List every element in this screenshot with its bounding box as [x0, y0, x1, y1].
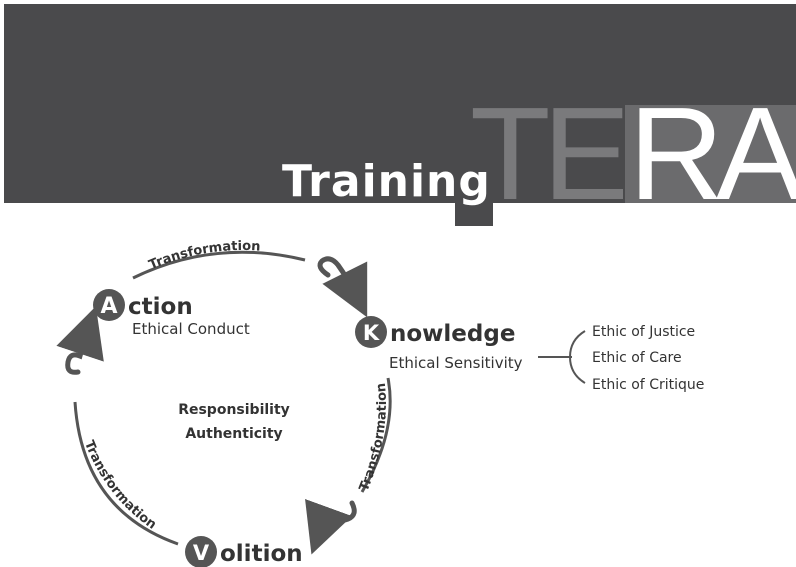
action-subtitle: Ethical Conduct — [132, 320, 250, 338]
ethics-list: Ethic of Justice Ethic of Care Ethic of … — [592, 324, 704, 393]
action-word: ction — [128, 294, 193, 320]
ethic-care: Ethic of Care — [592, 350, 682, 366]
arc-left — [73, 401, 179, 546]
ethics-connector — [538, 330, 586, 384]
page-title: Training — [282, 156, 491, 207]
spiral-arrow-bottom-icon — [305, 498, 357, 555]
header-banner: TE RA — [4, 4, 796, 203]
volition-letter-circle — [185, 536, 217, 567]
title-underlay — [455, 203, 493, 226]
arc-top — [132, 250, 306, 280]
logo-text-ra: RA — [624, 105, 796, 203]
ethic-justice: Ethic of Justice — [592, 324, 695, 340]
center-text-responsibility: Responsibility — [178, 402, 290, 418]
center-text-authenticity: Authenticity — [185, 426, 282, 442]
tera-logo: TE RA — [470, 105, 796, 203]
transformation-top-label: Transformation — [147, 239, 261, 273]
spiral-arrow-top-icon — [317, 256, 368, 318]
action-letter-circle — [93, 289, 125, 321]
knowledge-word: nowledge — [390, 321, 515, 347]
ethic-critique: Ethic of Critique — [592, 377, 704, 393]
transformation-right-label: Transformation — [357, 382, 390, 493]
action-letter: A — [100, 294, 117, 319]
volition-word: olition — [220, 541, 303, 567]
knowledge-letter-circle — [355, 316, 387, 348]
spiral-arrow-left-icon — [56, 306, 104, 375]
node-action: A ction Ethical Conduct — [93, 289, 250, 338]
knowledge-letter: K — [363, 321, 380, 345]
volition-letter: V — [193, 541, 210, 565]
node-volition: V olition — [185, 536, 303, 567]
node-knowledge: K nowledge Ethical Sensitivity — [355, 316, 523, 372]
arc-right — [360, 377, 392, 493]
logo-text-te: TE — [469, 105, 623, 203]
transformation-left-label: Transformation — [81, 438, 159, 532]
knowledge-subtitle: Ethical Sensitivity — [389, 354, 523, 372]
